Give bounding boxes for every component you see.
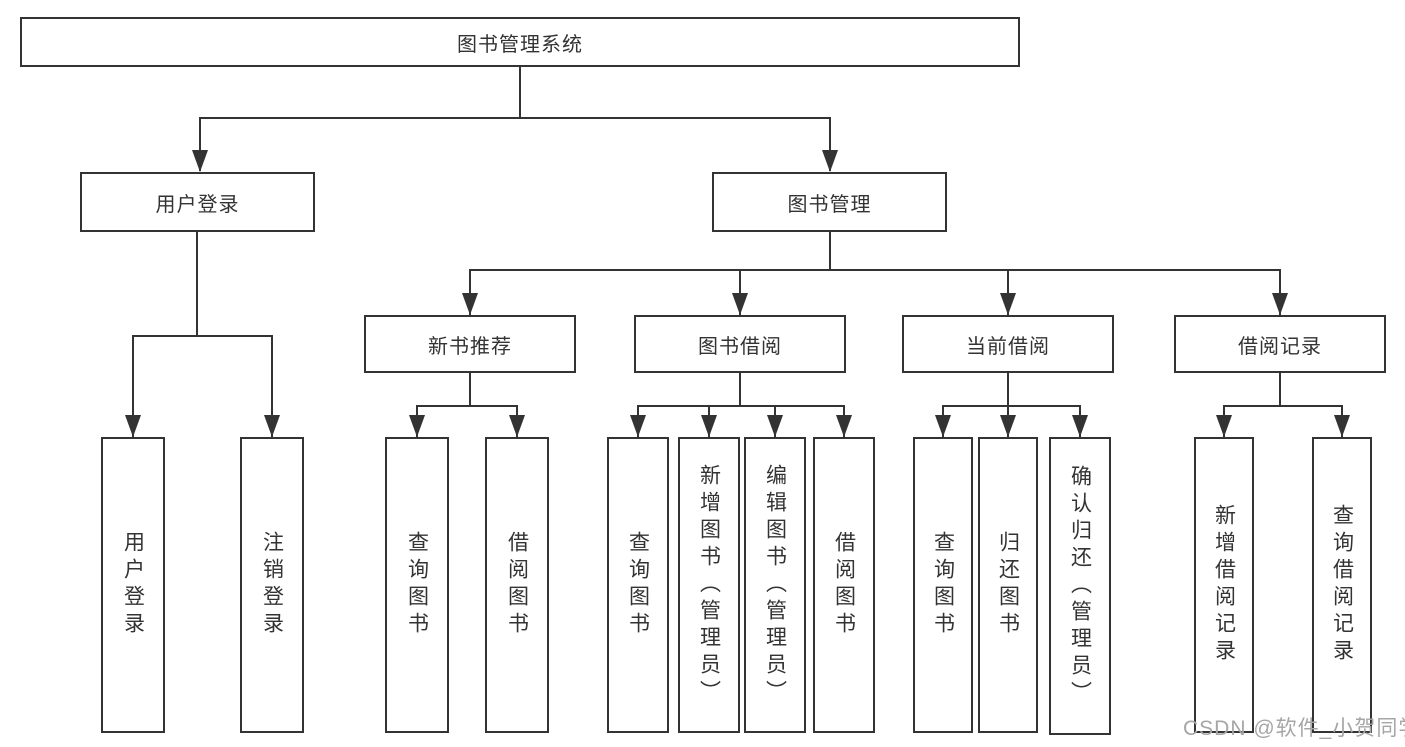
arrow-down-icon [1072,415,1088,437]
connector-line [469,373,471,407]
connector-line [829,232,831,271]
leaf-query-books: 查询图书 [607,437,669,733]
arrow-down-icon [732,293,748,315]
leaf-query-books: 查询图书 [913,437,973,733]
node-book-management-system: 图书管理系统 [20,17,1020,67]
leaf-query-books: 查询图书 [385,437,449,733]
arrow-down-icon [264,415,280,437]
connector-line [1279,373,1281,407]
leaf-user-login: 用户登录 [101,437,165,733]
arrow-down-icon [701,415,717,437]
connector-line [132,335,273,337]
connector-line [469,269,471,315]
connector-line [1279,269,1281,315]
arrow-down-icon [630,415,646,437]
arrow-down-icon [125,415,141,437]
arrow-down-icon [836,415,852,437]
node-book-borrowing: 图书借阅 [634,315,846,373]
arrow-down-icon [935,415,951,437]
csdn-watermark: CSDN @软件_小贺同学 [1183,717,1405,740]
connector-line [519,67,521,119]
leaf-logout: 注销登录 [240,437,304,733]
leaf-confirm-return-admin: 确认归还（管理员） [1049,437,1111,735]
connector-line [1007,373,1009,407]
node-borrowing-records: 借阅记录 [1174,315,1386,373]
leaf-borrow-books: 借阅图书 [813,437,875,733]
leaf-query-borrowing-record: 查询借阅记录 [1312,437,1372,733]
arrow-down-icon [1000,415,1016,437]
leaf-edit-books-admin: 编辑图书（管理员） [744,437,806,733]
arrow-down-icon [1000,293,1016,315]
arrow-down-icon [1272,293,1288,315]
arrow-down-icon [1216,415,1232,437]
connector-line [196,232,198,337]
arrow-down-icon [192,150,208,172]
node-new-book-recommendation: 新书推荐 [364,315,576,373]
arrow-down-icon [462,293,478,315]
connector-line [739,269,741,315]
arrow-down-icon [767,415,783,437]
connector-line [829,117,831,171]
leaf-borrow-books: 借阅图书 [485,437,549,733]
node-current-borrowing: 当前借阅 [902,315,1114,373]
connector-line [199,117,831,119]
connector-line [739,373,741,407]
connector-line [1223,405,1343,407]
node-book-management: 图书管理 [712,172,947,232]
leaf-return-books: 归还图书 [978,437,1038,733]
connector-line [942,405,1081,407]
connector-line [469,269,1281,271]
leaf-add-borrowing-record: 新增借阅记录 [1194,437,1254,733]
connector-line [199,117,201,171]
connector-line [416,405,518,407]
connector-line [271,335,273,437]
node-user-login: 用户登录 [80,172,315,232]
connector-line [637,405,845,407]
arrow-down-icon [1334,415,1350,437]
connector-line [1007,269,1009,315]
arrow-down-icon [822,150,838,172]
connector-line [132,335,134,437]
arrow-down-icon [409,415,425,437]
arrow-down-icon [509,415,525,437]
leaf-add-books-admin: 新增图书（管理员） [678,437,740,733]
